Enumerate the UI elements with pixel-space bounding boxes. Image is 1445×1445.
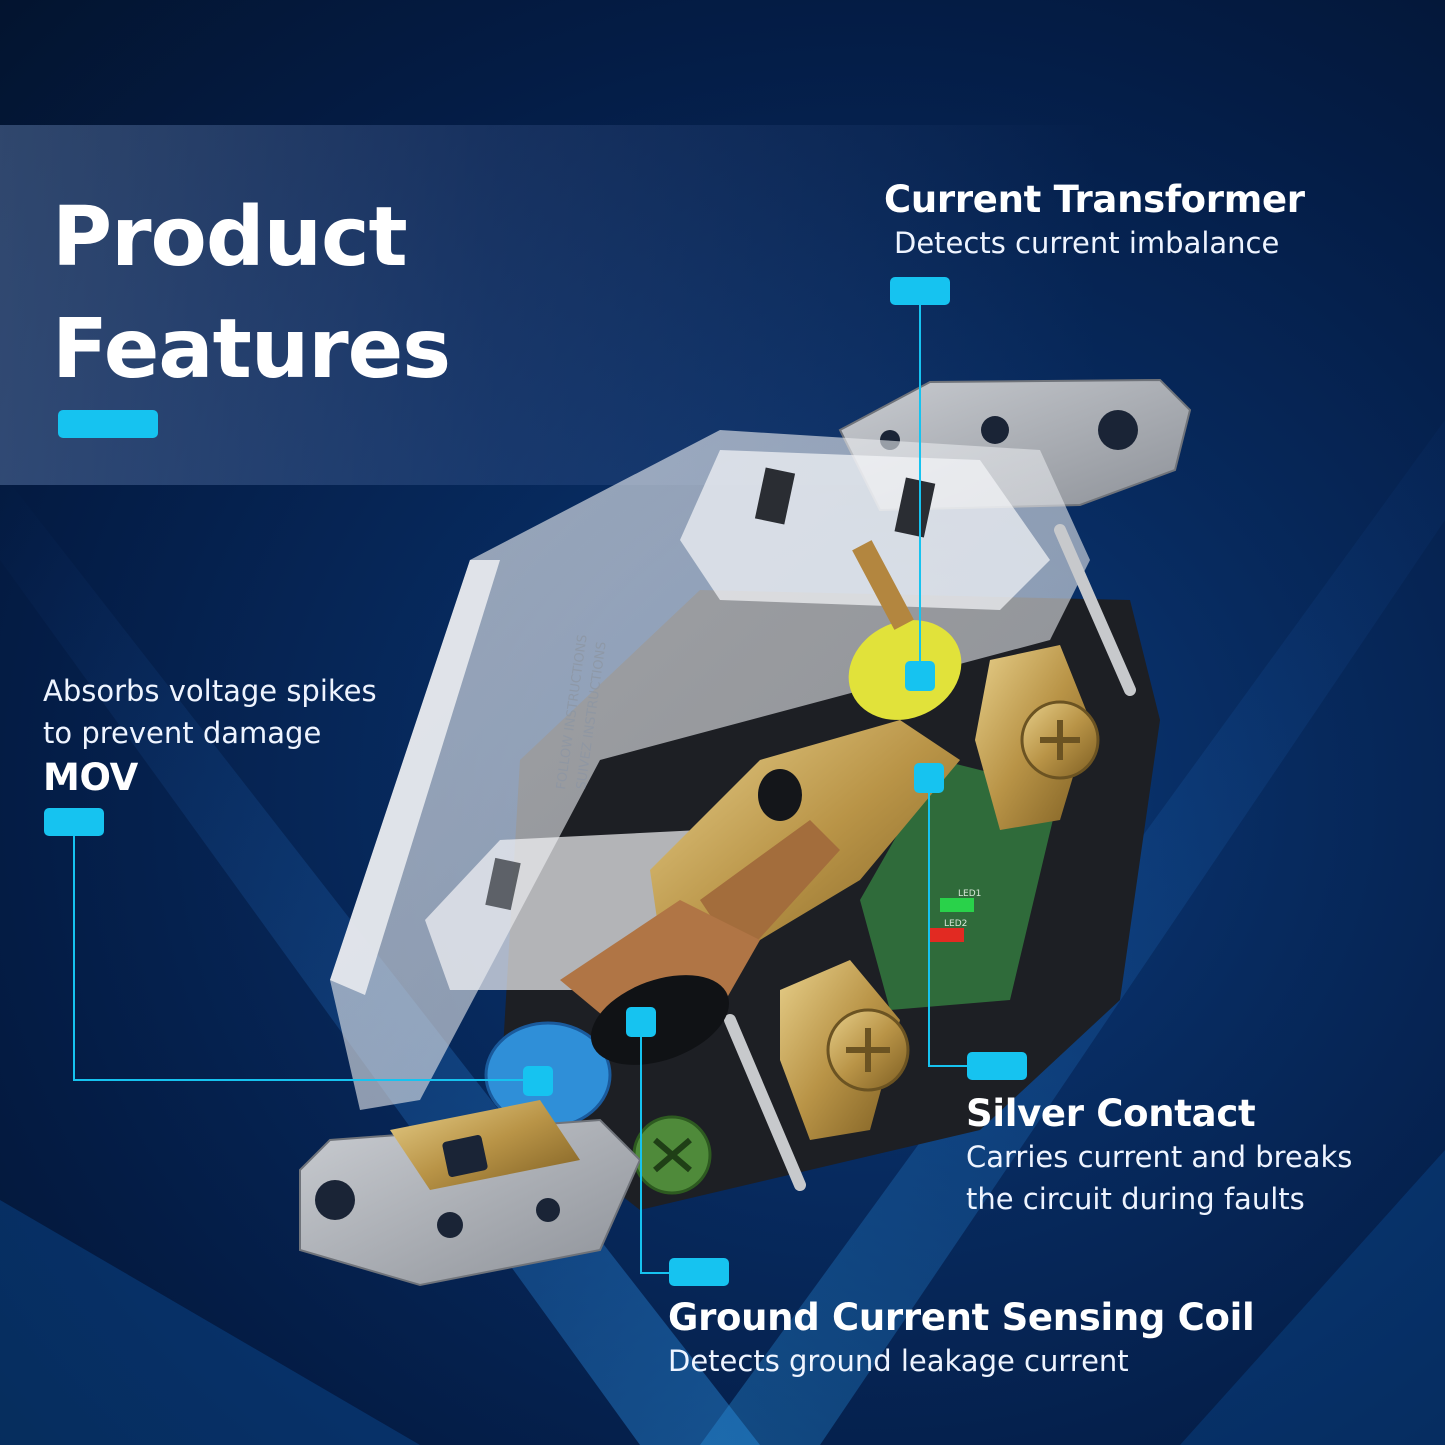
mounting-screw-bottom [724,1014,806,1191]
current-transformer-tag [890,277,950,305]
ground-sensing-coil [590,975,730,1065]
led-red-indicator [930,928,964,942]
silver-contact-name: Silver Contact [966,1092,1256,1135]
led-1-label: LED1 [958,889,981,899]
title-line-1: Product [52,190,408,285]
ground-coil-dot [626,1007,656,1037]
title-accent-bar [58,410,158,438]
current-transformer-pin [852,540,914,630]
ground-coil-tag [669,1258,729,1286]
mov-dot [523,1066,553,1096]
ground-screw [632,1115,712,1195]
current-transformer-description: Detects current imbalance [894,226,1280,260]
mov-line [73,836,538,1081]
feature-mov: Absorbs voltage spikes to prevent damage… [43,670,377,800]
line-terminal-screw [975,645,1100,830]
title-line-2: Features [52,302,451,397]
page-title: Product Features [52,182,451,406]
mounting-screw-top [1054,524,1136,696]
feature-ground-coil: Ground Current Sensing Coil Detects grou… [668,1296,1255,1382]
silver-contact-tag [967,1052,1027,1080]
mov-tag [44,808,104,836]
ground-coil-name: Ground Current Sensing Coil [668,1296,1255,1339]
mov-description-line-1: Absorbs voltage spikes [43,674,377,708]
mov-description-line-2: to prevent damage [43,716,322,750]
feature-current-transformer: Current Transformer Detects current imba… [884,178,1305,264]
load-terminal-screw [780,960,910,1140]
ground-coil-description: Detects ground leakage current [668,1344,1129,1378]
current-transformer-dot [905,661,935,691]
silver-contact-description-line-1: Carries current and breaks [966,1140,1353,1174]
bottom-mounting-strap [299,1100,642,1287]
silver-contact-dot [914,763,944,793]
feature-silver-contact: Silver Contact Carries current and break… [966,1092,1352,1220]
led-green-indicator [940,898,974,912]
led-2-label: LED2 [944,919,967,929]
mov-name: MOV [43,756,139,799]
current-transformer-name: Current Transformer [884,178,1305,221]
silver-contact-description-line-2: the circuit during faults [966,1182,1305,1216]
